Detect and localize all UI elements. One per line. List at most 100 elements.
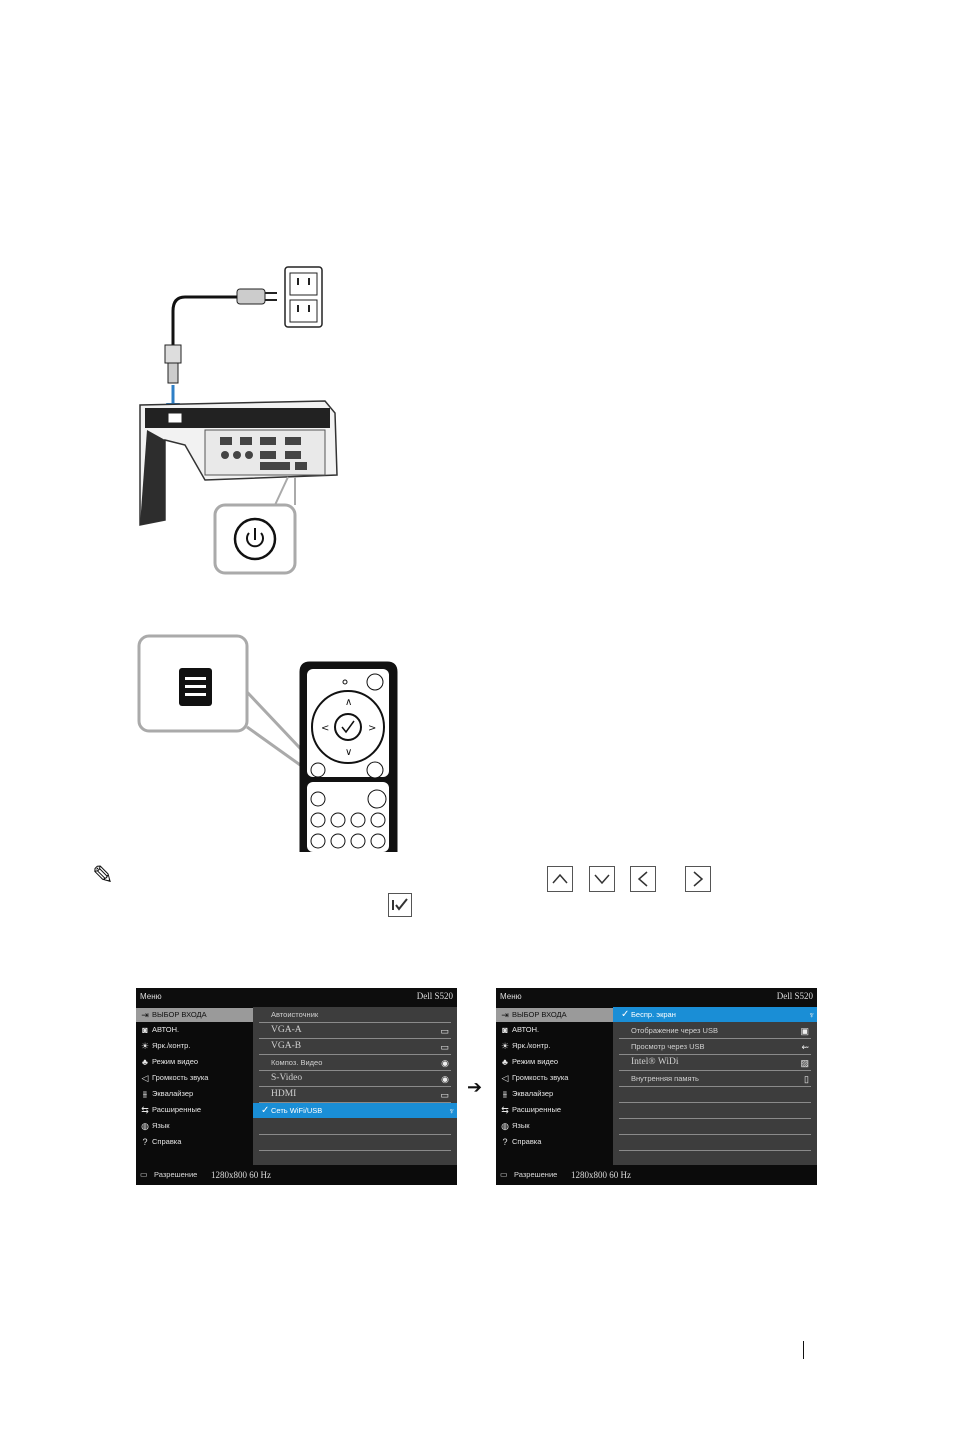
osd-sidebar: ⇥ ВЫБОР ВХОДА ◙ АВТОН. ☀ Ярк./контр. ♣ Р…	[496, 1007, 613, 1165]
remote-control-icon: ∧ ∨ < >	[299, 661, 398, 852]
osd-model: Dell S520	[776, 991, 813, 1001]
brightness-icon: ☀	[500, 1041, 510, 1051]
composite-port-icon: ◉	[441, 1058, 449, 1068]
osd-options-panel: Автоисточник VGA-A ▭ VGA-B ▭ Композ. Вид…	[253, 1007, 457, 1165]
osd-menu-item-brightness[interactable]: ☀ Ярк./контр.	[140, 1041, 191, 1051]
video-mode-icon: ♣	[142, 1057, 148, 1067]
osd-menu-item-volume[interactable]: ◁ Громкость звука	[136, 1071, 253, 1085]
volume-icon: ◁	[501, 1073, 509, 1083]
help-icon: ?	[502, 1137, 508, 1147]
remote-control-illustration: ∧ ∨ < >	[137, 634, 398, 852]
power-plug-icon	[236, 288, 277, 305]
osd-menu-item-help[interactable]: ? Справка	[496, 1135, 613, 1149]
osd-option-usb-display[interactable]: Отображение через USB ▣	[619, 1023, 811, 1039]
internal-memory-icon: ▯	[804, 1074, 809, 1084]
advanced-icon: ⇆	[501, 1105, 509, 1115]
osd-menu-item-video-mode[interactable]: ♣ Режим видео	[136, 1055, 253, 1069]
osd-model: Dell S520	[416, 991, 453, 1001]
help-icon: ?	[142, 1137, 148, 1147]
osd-empty-row	[619, 1119, 811, 1135]
osd-menu-item-equalizer[interactable]: ⫵ Эквалайзер	[136, 1087, 253, 1101]
osd-header: Меню Dell S520	[496, 988, 817, 1007]
auto-adjust-icon: ◙	[502, 1025, 508, 1035]
osd-menu-item-language[interactable]: ◍ Язык	[496, 1119, 613, 1133]
osd-menu-item-volume[interactable]: ◁ Громкость звука	[496, 1071, 613, 1085]
projector-icon	[139, 400, 338, 526]
osd-empty-row	[619, 1135, 811, 1151]
osd-menu-item-input-select[interactable]: ⇥ ВЫБОР ВХОДА	[136, 1008, 253, 1022]
osd-empty-row	[259, 1151, 451, 1166]
osd-options-panel: ✓ Беспр. экран ♆ Отображение через USB ▣…	[613, 1007, 817, 1165]
osd-menu-item-equalizer[interactable]: ⫵ Эквалайзер	[496, 1087, 613, 1101]
widi-icon: ▨	[800, 1058, 809, 1068]
svg-text:∨: ∨	[345, 747, 352, 758]
osd-option-composite-video[interactable]: Композ. Видео ◉	[259, 1055, 451, 1071]
input-select-icon: ⇥	[501, 1010, 509, 1020]
osd-empty-row	[259, 1119, 451, 1135]
left-button-icon	[630, 866, 656, 892]
video-mode-icon: ♣	[502, 1057, 508, 1067]
osd-empty-row	[619, 1103, 811, 1119]
projector-power-illustration	[139, 266, 338, 575]
osd-menu-input-source: Меню Dell S520 ⇥ ВЫБОР ВХОДА ◙ АВТОН. ☀ …	[136, 988, 457, 1185]
osd-menu-item-auto-adjust[interactable]: ◙ АВТОН.	[136, 1023, 253, 1037]
osd-menu-item-help[interactable]: ? Справка	[136, 1135, 253, 1149]
power-button-icon	[246, 528, 264, 548]
osd-option-hdmi[interactable]: HDMI ▭	[259, 1087, 451, 1103]
volume-icon: ◁	[141, 1073, 149, 1083]
hdmi-port-icon: ▭	[440, 1090, 449, 1100]
input-select-icon: ⇥	[141, 1010, 149, 1020]
osd-menu-item-advanced[interactable]: ⇆ Расширенные	[496, 1103, 613, 1117]
equalizer-icon: ⫵	[142, 1089, 148, 1099]
wall-outlet-icon	[284, 266, 323, 328]
osd-option-intel-widi[interactable]: Intel® WiDi ▨	[619, 1055, 811, 1071]
osd-empty-row	[619, 1087, 811, 1103]
osd-menu-item-language[interactable]: ◍ Язык	[136, 1119, 253, 1133]
down-button-icon	[589, 866, 615, 892]
globe-icon: ◍	[501, 1121, 509, 1131]
arrow-right-icon: ➔	[467, 1077, 483, 1097]
vga-port-icon: ▭	[440, 1026, 449, 1036]
osd-option-internal-memory[interactable]: Внутренняя память ▯	[619, 1071, 811, 1087]
osd-title: Меню	[140, 992, 162, 1001]
svg-text:∧: ∧	[345, 697, 352, 708]
svg-text:>: >	[368, 723, 376, 734]
osd-option-vga-b[interactable]: VGA-B ▭	[259, 1039, 451, 1055]
checkmark-icon: ✓	[621, 1009, 630, 1020]
auto-adjust-icon: ◙	[142, 1025, 148, 1035]
menu-button-icon	[179, 668, 212, 706]
osd-footer: ▭ Разрешение 1280x800 60 Hz	[496, 1165, 817, 1185]
wireless-antenna-icon: ♆	[808, 1010, 815, 1020]
osd-option-vga-a[interactable]: VGA-A ▭	[259, 1023, 451, 1039]
enter-button-icon	[388, 893, 412, 917]
wireless-antenna-icon: ♆	[448, 1106, 455, 1116]
right-button-icon	[685, 866, 711, 892]
osd-option-auto-source[interactable]: Автоисточник	[259, 1007, 451, 1023]
page-corner-rule	[803, 1341, 804, 1359]
resolution-icon: ▭	[500, 1170, 508, 1179]
osd-menu-item-auto-adjust[interactable]: ◙ АВТОН.	[496, 1023, 613, 1037]
osd-title: Меню	[500, 992, 522, 1001]
osd-option-wireless-display[interactable]: ✓ Беспр. экран ♆	[613, 1007, 817, 1022]
s-video-port-icon: ◉	[441, 1074, 449, 1084]
osd-empty-row	[619, 1151, 811, 1166]
osd-menu-item-advanced[interactable]: ⇆ Расширенные	[136, 1103, 253, 1117]
osd-empty-row	[259, 1135, 451, 1151]
osd-header: Меню Dell S520	[136, 988, 457, 1007]
vga-port-icon: ▭	[440, 1042, 449, 1052]
brightness-icon: ☀	[140, 1041, 150, 1051]
checkmark-icon: ✓	[261, 1105, 270, 1116]
osd-sidebar: ⇥ ВЫБОР ВХОДА ◙ АВТОН. ☀ Ярк./контр. ♣ Р…	[136, 1007, 253, 1165]
osd-menu-item-input-select[interactable]: ⇥ ВЫБОР ВХОДА	[496, 1008, 613, 1022]
osd-footer: ▭ Разрешение 1280x800 60 Hz	[136, 1165, 457, 1185]
osd-option-usb-viewer[interactable]: Просмотр через USB ⇜	[619, 1039, 811, 1055]
osd-menu-item-brightness[interactable]: ☀ Ярк./контр.	[500, 1041, 551, 1051]
osd-option-network-wifi-usb[interactable]: ✓ Сеть WiFi/USB ♆	[253, 1103, 457, 1118]
osd-option-s-video[interactable]: S-Video ◉	[259, 1071, 451, 1087]
usb-display-icon: ▣	[800, 1026, 809, 1036]
usb-icon: ⇜	[801, 1042, 809, 1052]
equalizer-icon: ⫵	[502, 1089, 508, 1099]
advanced-icon: ⇆	[141, 1105, 149, 1115]
osd-menu-item-video-mode[interactable]: ♣ Режим видео	[496, 1055, 613, 1069]
svg-text:<: <	[321, 723, 329, 734]
